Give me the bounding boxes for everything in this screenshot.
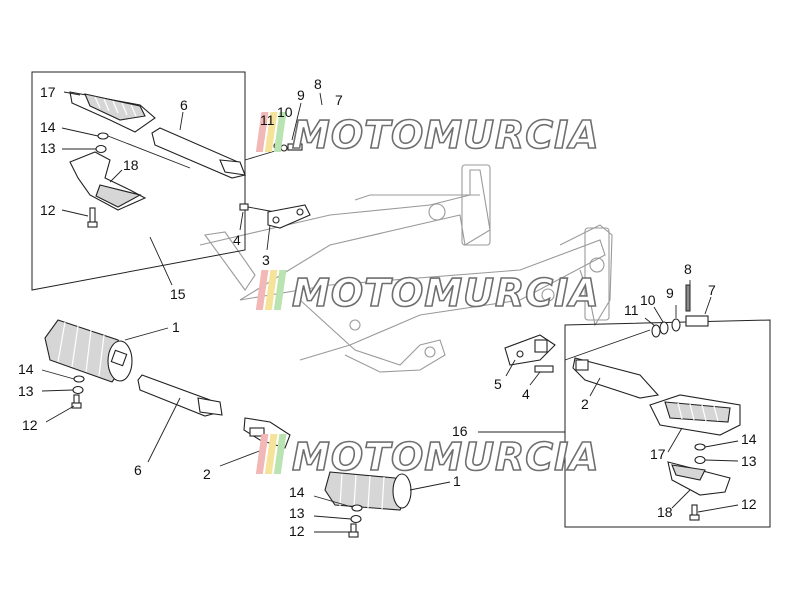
callout-r-11: 11: [624, 302, 639, 318]
bracket-5: [504, 334, 556, 366]
callout-c-12: 12: [289, 523, 305, 539]
bolt-12-right: [689, 504, 700, 521]
logo-bar-red: [255, 270, 269, 310]
washer-14-left: [73, 375, 85, 383]
logo-bar-yellow: [264, 270, 278, 310]
callout-r-8: 8: [684, 261, 692, 277]
callout-l-12: 12: [22, 417, 38, 433]
leader-15: [149, 236, 173, 286]
callout-top-7: 7: [335, 92, 343, 108]
logo-bar-yellow: [264, 434, 278, 474]
footrest-frame: [199, 164, 613, 373]
watermark-text-3: MOTOMURCIA: [292, 435, 600, 479]
nut-13-left: [72, 385, 84, 395]
callout-r-7: 7: [708, 282, 716, 298]
logo-bar-green: [273, 112, 287, 152]
callout-r-2: 2: [581, 396, 589, 412]
callout-r-10: 10: [640, 292, 656, 308]
callout-r-14: 14: [741, 431, 757, 447]
pin-parts-right: [651, 284, 709, 338]
nut-13-right: [694, 455, 706, 465]
nut-13-center: [350, 514, 362, 524]
callout-l-2: 2: [203, 466, 211, 482]
callout-tl-13: 13: [40, 140, 56, 156]
callout-tl-15: 15: [170, 286, 186, 302]
logo-bar-red: [255, 434, 269, 474]
nut-13: [95, 144, 107, 154]
callout-c-14: 14: [289, 484, 305, 500]
callout-tl-14: 14: [40, 119, 56, 135]
callout-top-10: 10: [277, 104, 293, 120]
washer-14-center: [351, 504, 363, 512]
callout-top-9: 9: [297, 87, 305, 103]
footpeg-rubber-17-right: [649, 394, 741, 436]
bolt-12: [87, 207, 98, 228]
bolt-4-right: [534, 365, 554, 373]
logo-bar-yellow: [264, 112, 278, 152]
assembly-box-15: [31, 71, 246, 291]
watermark-logo-3: MOTOMURCIA: [255, 434, 600, 480]
footpeg-bracket-2-center: [243, 417, 291, 449]
watermark-logo-1: MOTOMURCIA: [255, 112, 600, 158]
callout-l-14: 14: [18, 361, 34, 377]
callout-tl-6: 6: [180, 97, 188, 113]
washer-14-right: [694, 443, 706, 451]
watermark-logo-2: MOTOMURCIA: [255, 270, 600, 316]
bracket-3: [267, 204, 311, 229]
callout-r-9: 9: [666, 285, 674, 301]
callout-r-13: 13: [741, 453, 757, 469]
bolt-12-center: [348, 523, 359, 538]
callout-top-8: 8: [314, 76, 322, 92]
footpeg-bar-6: [151, 127, 246, 179]
logo-bar-green: [273, 434, 287, 474]
logo-bar-green: [273, 270, 287, 310]
heel-guard-18: [69, 151, 147, 211]
watermark-text-2: MOTOMURCIA: [292, 271, 600, 315]
callout-r-12: 12: [741, 496, 757, 512]
callout-r-4: 4: [522, 386, 530, 402]
callout-l-13: 13: [18, 383, 34, 399]
footpeg-rubber-17: [69, 91, 156, 133]
heel-guard-18-right: [667, 461, 731, 496]
callout-r-5: 5: [494, 376, 502, 392]
footpeg-bar-6-left: [137, 374, 223, 417]
logo-bar-red: [255, 112, 269, 152]
callout-r-17: 17: [650, 446, 666, 462]
footpeg-rubber-1-center: [324, 471, 412, 511]
bolt-12-left: [71, 394, 82, 409]
callout-tl-12: 12: [40, 202, 56, 218]
callout-c-16: 16: [452, 423, 468, 439]
callout-tl-17: 17: [40, 84, 56, 100]
callout-c-13: 13: [289, 505, 305, 521]
washer-14: [97, 132, 109, 140]
callout-l-6: 6: [134, 462, 142, 478]
callout-c-1: 1: [453, 473, 461, 489]
callout-mid-4: 4: [233, 232, 241, 248]
callout-labels: 17 6 14 13 18 12 15 9 8 7 10 11 4 3 1 14…: [18, 76, 757, 539]
watermark-text-1: MOTOMURCIA: [292, 113, 600, 157]
footpeg-bracket-2-right: [572, 357, 660, 399]
callout-r-18: 18: [657, 504, 673, 520]
callout-top-11: 11: [260, 112, 275, 128]
footpeg-rubber-1-left: [44, 319, 133, 383]
callout-mid-3: 3: [262, 252, 270, 268]
callout-tl-18: 18: [123, 157, 139, 173]
callout-l-1: 1: [172, 319, 180, 335]
